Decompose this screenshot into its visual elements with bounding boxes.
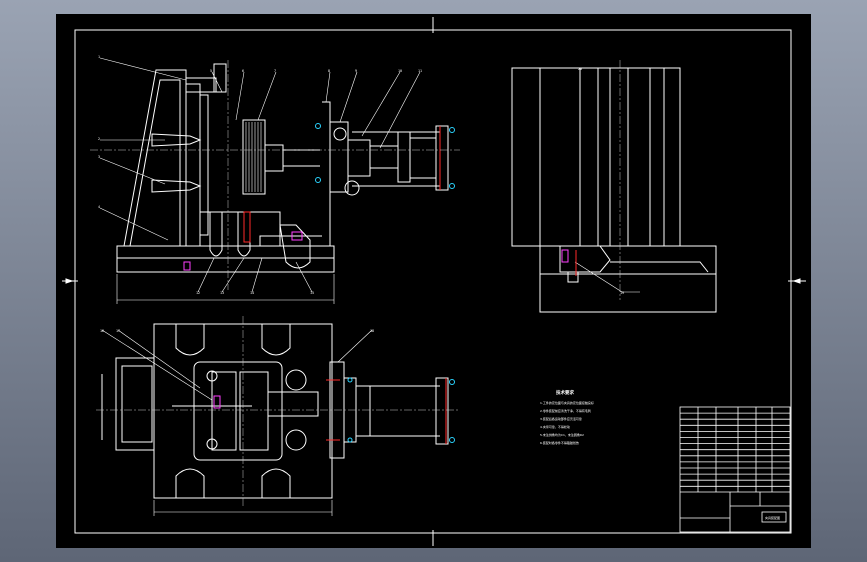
callout-label: 17 — [116, 329, 120, 333]
callout-label: 15 — [310, 291, 314, 295]
callout-label: 1 — [98, 55, 100, 59]
callout-label: 10 — [398, 69, 402, 73]
note-line: 3.装配后各运动部件应灵活可靠 — [540, 416, 582, 421]
notes-title: 技术要求 — [556, 389, 574, 396]
note-line: 1.工件的定位面与夹具的定位面接触良好 — [540, 400, 594, 405]
note-line: 4.夹紧可靠，不得松动 — [540, 424, 570, 429]
callout-label: 2 — [98, 137, 100, 141]
callout-label: 12 — [196, 291, 200, 295]
callout-label: 4 — [98, 205, 100, 209]
note-line: 6.装配时各零件不得磕碰划伤 — [540, 440, 579, 445]
callout-label: 6 — [242, 69, 244, 73]
callout-label: 14 — [250, 291, 254, 295]
callout-label: 13 — [220, 291, 224, 295]
note-line: 5.未注倒角均为C1，未注圆角R2 — [540, 432, 584, 437]
callout-label: 11 — [418, 69, 422, 73]
note-line: 2.零件装配前应清洗干净，不得有毛刺 — [540, 408, 591, 413]
drawing-canvas[interactable] — [56, 14, 811, 548]
callout-label: 19 — [620, 291, 624, 295]
technical-notes: 技术要求 1.工件的定位面与夹具的定位面接触良好 2.零件装配前应清洗干净，不得有… — [540, 389, 594, 445]
callout-label: 3 — [98, 155, 100, 159]
callout-label: 16 — [100, 329, 104, 333]
callout-label: 8 — [328, 69, 330, 73]
title-block-name: 夹具装配图 — [765, 515, 780, 520]
callout-label: 18 — [370, 329, 374, 333]
title-block[interactable] — [679, 406, 791, 533]
callout-label: 5 — [210, 69, 212, 73]
callout-label: 9 — [355, 69, 357, 73]
callout-label: 7 — [274, 69, 276, 73]
callout-label: 20 — [578, 67, 582, 71]
side-view[interactable] — [511, 67, 717, 313]
front-view[interactable] — [99, 57, 449, 304]
